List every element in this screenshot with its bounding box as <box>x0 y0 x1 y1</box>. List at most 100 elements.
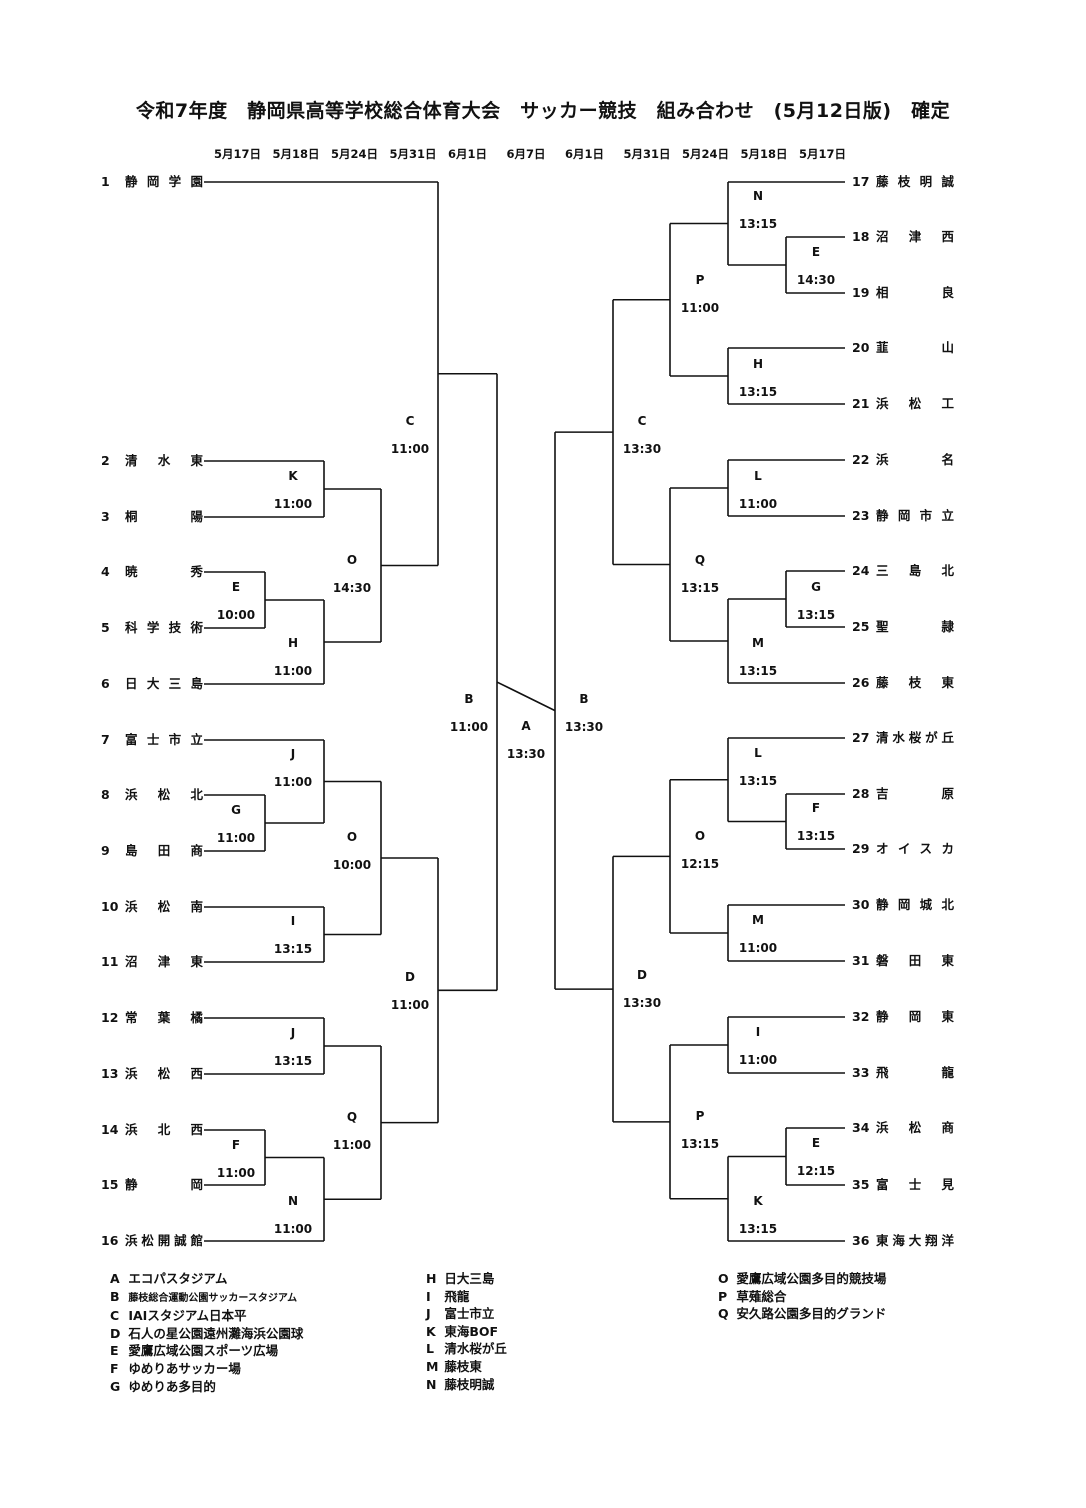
team-number: 6 <box>101 676 110 691</box>
team-name: 静岡城北 <box>876 897 954 912</box>
match-time: 13:30 <box>622 442 662 456</box>
team-number: 9 <box>101 843 110 858</box>
team-name: 富士市立 <box>125 732 203 747</box>
match-venue: N <box>287 1194 299 1208</box>
match-venue: P <box>695 1109 705 1123</box>
team-entry: 2 清水東 <box>101 453 203 469</box>
match-venue: H <box>752 357 764 371</box>
team-number: 24 <box>852 563 870 578</box>
match-venue: I <box>755 1025 761 1039</box>
team-name: 清水桜が丘 <box>876 730 954 745</box>
venue-legend-item: H 日大三島 <box>426 1271 495 1286</box>
team-name: 浜松商 <box>876 1120 954 1135</box>
venue-legend-item: J 富士市立 <box>426 1306 495 1322</box>
match-venue: K <box>288 469 298 483</box>
match-time: 12:15 <box>796 1164 836 1178</box>
match-time: 12:15 <box>680 857 720 871</box>
team-name: 清水東 <box>125 453 203 468</box>
team-number: 26 <box>852 675 870 690</box>
team-number: 25 <box>852 619 870 634</box>
match-venue: E <box>811 1136 821 1150</box>
team-number: 33 <box>852 1065 870 1080</box>
venue-legend-item: L 清水桜が丘 <box>426 1341 507 1357</box>
match-venue: K <box>753 1194 763 1208</box>
round-date: 5月18日 <box>740 147 788 161</box>
team-name: 暁秀 <box>125 564 203 579</box>
team-number: 31 <box>852 953 870 968</box>
page-title: 令和7年度 静岡県高等学校総合体育大会 サッカー競技 組み合わせ (5月12日版… <box>135 100 951 122</box>
match-time: 10:00 <box>332 858 372 872</box>
team-number: 18 <box>852 229 870 244</box>
match-venue: D <box>637 968 647 982</box>
team-name: 桐陽 <box>125 509 203 524</box>
team-number: 2 <box>101 453 110 468</box>
match-time: 13:30 <box>506 747 546 761</box>
venue-legend-item: E 愛鷹広域公園スポーツ広場 <box>110 1343 279 1359</box>
match-time: 14:30 <box>796 273 836 287</box>
team-entry: 6 日大三島 <box>101 676 203 692</box>
team-name: 日大三島 <box>125 676 203 691</box>
team-name: 沼津東 <box>125 954 203 969</box>
team-number: 15 <box>101 1177 119 1192</box>
venue-legend-item: D 石人の星公園遠州灘海浜公園球 <box>110 1325 304 1341</box>
team-number: 14 <box>101 1122 119 1137</box>
match-time: 13:15 <box>738 217 778 231</box>
team-entry: 33 飛龍 <box>852 1065 954 1081</box>
team-number: 35 <box>852 1177 870 1192</box>
match-venue: B <box>579 692 589 706</box>
team-name: 静岡 <box>125 1177 203 1192</box>
match-venue: Q <box>346 1110 358 1124</box>
match-venue: D <box>405 970 415 984</box>
venue-legend-item: K 東海BOF <box>426 1323 499 1339</box>
team-number: 5 <box>101 620 110 635</box>
match-time: 10:00 <box>216 608 256 622</box>
match-time: 13:15 <box>273 942 313 956</box>
round-date: 5月18日 <box>272 147 320 161</box>
team-name: 沼津西 <box>876 229 954 244</box>
match-venue: P <box>695 273 705 287</box>
team-name: 東海大翔洋 <box>876 1233 954 1248</box>
team-name: 聖隷 <box>876 619 954 634</box>
match-time: 13:30 <box>622 996 662 1010</box>
team-number: 17 <box>852 174 870 189</box>
team-name: 常葉橘 <box>125 1010 203 1025</box>
team-number: 28 <box>852 786 870 801</box>
match-time: 13:15 <box>680 581 720 595</box>
round-date: 5月17日 <box>214 147 262 161</box>
venue-legend-item: Q 安久路公園多目的グランド <box>718 1306 887 1322</box>
round-date: 5月31日 <box>389 147 437 161</box>
team-name: 飛龍 <box>876 1065 954 1080</box>
round-date: 5月24日 <box>331 147 379 161</box>
venue-legend-item: F ゆめりあサッカー場 <box>110 1360 241 1376</box>
match-time: 11:00 <box>390 442 430 456</box>
team-name: 静岡東 <box>876 1009 954 1024</box>
match-venue: F <box>231 1138 241 1152</box>
venue-legend-item: O 愛鷹広域公園多目的競技場 <box>718 1271 887 1286</box>
match-venue: I <box>290 914 296 928</box>
team-number: 8 <box>101 787 110 802</box>
venue-legend-item: C IAIスタジアム日本平 <box>110 1308 247 1324</box>
